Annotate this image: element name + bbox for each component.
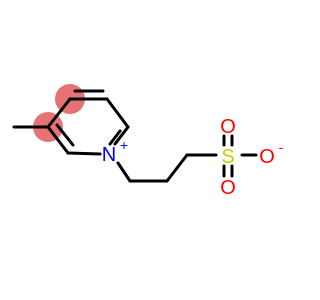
bond-c2-c3 [46, 125, 70, 155]
nitrogen-charge: + [120, 137, 128, 153]
bond-c3-c4 [46, 97, 72, 129]
bond-c2-c3-double [55, 123, 75, 147]
molecule-diagram: N + S O O O - [12, 84, 284, 199]
bond-ch2-ch2b [165, 153, 189, 183]
sulfur-label: S [221, 146, 234, 168]
bond-c6-n [113, 125, 130, 146]
oxygen-right-charge: - [279, 139, 284, 155]
bond-c5-c6 [105, 97, 130, 129]
pyridine-ring [46, 89, 130, 156]
bond-n-ch2 [116, 161, 132, 183]
bond-n-c2 [66, 151, 102, 156]
propyl-chain [116, 153, 218, 183]
bond-c6-n-double [108, 129, 122, 146]
nitrogen-label: N [102, 144, 116, 166]
oxygen-bottom-label: O [220, 177, 236, 199]
oxygen-top-label: O [220, 116, 236, 138]
oxygen-right-label: O [259, 146, 275, 168]
sulfonate-bonds [222, 134, 258, 178]
